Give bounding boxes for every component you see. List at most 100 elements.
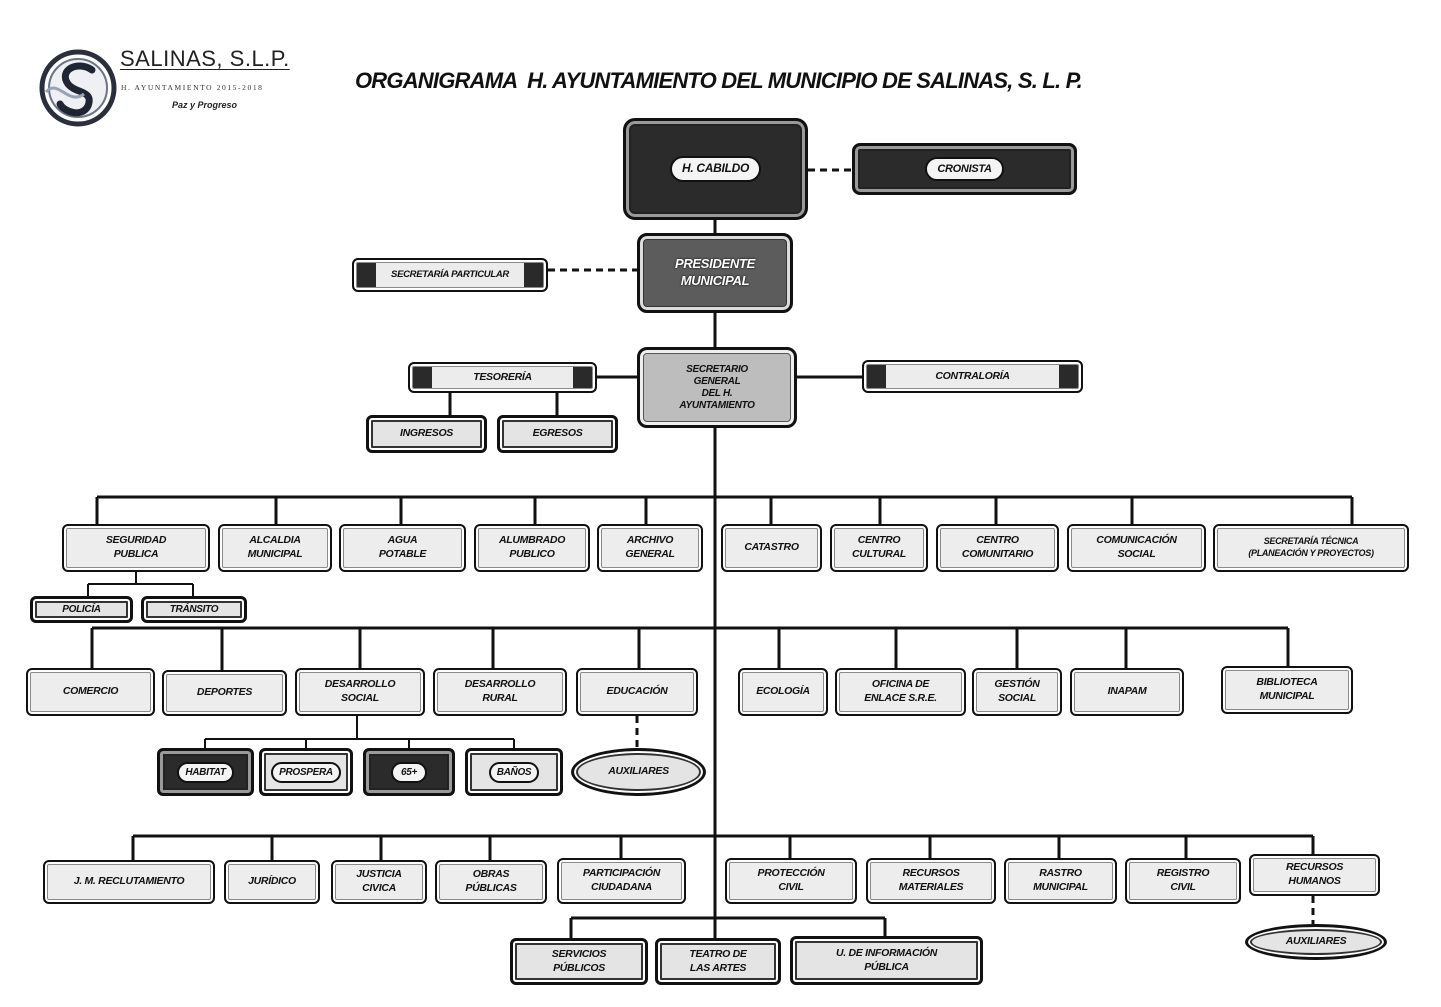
node-desarrollo-social: DESARROLLO SOCIAL <box>295 668 425 716</box>
node-cabildo: H. CABILDO <box>623 118 808 220</box>
node-label: DESARROLLO SOCIAL <box>324 678 396 704</box>
node-label: EGRESOS <box>532 427 583 440</box>
node-label: DEPORTES <box>196 686 253 699</box>
node-gestion-social: GESTIÓN SOCIAL <box>972 668 1062 716</box>
node-label: JUSTICIA CIVICA <box>356 868 402 894</box>
logo-motto: Paz y Progreso <box>172 100 238 110</box>
node-label: OFICINA DE ENLACE S.R.E. <box>864 678 937 704</box>
logo-name: SALINAS, S.L.P. <box>120 46 290 71</box>
node-label: CENTRO COMUNITARIO <box>961 534 1034 560</box>
node-obras-publicas: OBRAS PÚBLICAS <box>435 860 547 904</box>
node-label: POLICÍA <box>62 604 101 615</box>
node-oficina-enlace-sre: OFICINA DE ENLACE S.R.E. <box>835 668 966 716</box>
node-label: COMERCIO <box>62 685 119 698</box>
node-label: RECURSOS MATERIALES <box>898 867 964 893</box>
node-justicia-civica: JUSTICIA CIVICA <box>331 860 427 904</box>
node-label: TESORERÍA <box>473 370 532 383</box>
node-prospera: PROSPERA <box>259 748 353 796</box>
node-educacion: EDUCACIÓN <box>576 668 698 716</box>
node-juridico: JURÍDICO <box>224 860 320 904</box>
node-label: PARTICIPACIÓN CIUDADANA <box>582 867 661 893</box>
node-centro-cultural: CENTRO CULTURAL <box>830 524 928 572</box>
node-recursos-materiales: RECURSOS MATERIALES <box>866 858 996 904</box>
node-label: CONTRALORÍA <box>935 369 1010 382</box>
node-label: SECRETARÍA PARTICULAR <box>391 268 509 280</box>
node-auxiliares-educacion: AUXILIARES <box>571 748 706 796</box>
node-rastro-municipal: RASTRO MUNICIPAL <box>1004 858 1117 904</box>
node-alumbrado-publico: ALUMBRADO PUBLICO <box>474 524 590 572</box>
node-label: SECRETARIO GENERAL DEL H. AYUNTAMIENTO <box>679 363 755 411</box>
node-label: RECURSOS HUMANOS <box>1285 861 1344 887</box>
node-deportes: DEPORTES <box>162 670 287 716</box>
node-label: BIBLIOTECA MUNICIPAL <box>1256 676 1318 702</box>
node-transito: TRÁNSITO <box>141 596 247 623</box>
node-label: EDUCACIÓN <box>606 685 668 698</box>
node-seguridad-publica: SEGURIDAD PUBLICA <box>62 524 210 572</box>
node-proteccion-civil: PROTECCIÓN CIVIL <box>725 858 857 904</box>
node-label: ALCALDIA MUNICIPAL <box>247 534 303 560</box>
page-title: ORGANIGRAMA H. AYUNTAMIENTO DEL MUNICIPI… <box>355 68 1083 93</box>
node-cronista: CRONISTA <box>852 143 1077 195</box>
node-centro-comunitario: CENTRO COMUNITARIO <box>936 524 1059 572</box>
node-inapam: INAPAM <box>1070 668 1184 716</box>
node-label: INGRESOS <box>399 427 454 440</box>
node-label: HABITAT <box>177 761 234 783</box>
node-teatro-de-las-artes: TEATRO DE LAS ARTES <box>655 938 781 985</box>
node-unidad-informacion-publica: U. DE INFORMACIÓN PÚBLICA <box>790 936 983 985</box>
node-presidente-municipal: PRESIDENTE MUNICIPAL <box>637 233 793 313</box>
node-desarrollo-rural: DESARROLLO RURAL <box>433 668 567 716</box>
node-label: PRESIDENTE MUNICIPAL <box>674 256 756 288</box>
node-label: CRONISTA <box>925 156 1004 182</box>
node-label: TRÁNSITO <box>169 604 219 615</box>
node-label: RASTRO MUNICIPAL <box>1033 867 1088 893</box>
node-secretario-general: SECRETARIO GENERAL DEL H. AYUNTAMIENTO <box>637 347 797 428</box>
node-comunicacion-social: COMUNICACIÓN SOCIAL <box>1067 524 1206 572</box>
node-archivo-general: ARCHIVO GENERAL <box>597 524 703 572</box>
node-label: REGISTRO CIVIL <box>1156 867 1210 893</box>
node-label: AUXILIARES <box>608 765 669 778</box>
node-label: CATASTRO <box>744 541 799 554</box>
node-auxiliares-recursos-humanos: AUXILIARES <box>1245 924 1387 960</box>
node-ecologia: ECOLOGÍA <box>738 668 828 716</box>
node-egresos: EGRESOS <box>497 415 618 453</box>
node-contraloria: CONTRALORÍA <box>862 360 1083 393</box>
node-agua-potable: AGUA POTABLE <box>339 524 466 572</box>
node-jm-reclutamiento: J. M. RECLUTAMIENTO <box>43 860 215 904</box>
node-biblioteca-municipal: BIBLIOTECA MUNICIPAL <box>1221 666 1353 714</box>
node-label: CENTRO CULTURAL <box>852 534 906 560</box>
node-label: U. DE INFORMACIÓN PÚBLICA <box>835 946 938 973</box>
node-label: J. M. RECLUTAMIENTO <box>73 875 185 888</box>
node-label: DESARROLLO RURAL <box>464 678 536 704</box>
node-label: SECRETARÍA TÉCNICA (PLANEACIÓN Y PROYECT… <box>1248 536 1374 558</box>
node-label: ECOLOGÍA <box>756 685 810 698</box>
node-label: INAPAM <box>1107 685 1147 698</box>
node-label: SEGURIDAD PUBLICA <box>105 534 167 560</box>
node-ingresos: INGRESOS <box>366 415 487 453</box>
node-catastro: CATASTRO <box>721 524 822 572</box>
node-comercio: COMERCIO <box>26 668 155 716</box>
node-65-plus: 65+ <box>363 748 455 796</box>
node-policia: POLICÍA <box>30 596 133 623</box>
node-label: SERVICIOS PÚBLICOS <box>551 947 607 974</box>
node-label: AGUA POTABLE <box>378 534 427 560</box>
node-registro-civil: REGISTRO CIVIL <box>1125 858 1241 904</box>
node-label: GESTIÓN SOCIAL <box>994 678 1040 704</box>
node-label: TEATRO DE LAS ARTES <box>689 947 747 974</box>
node-tesoreria: TESORERÍA <box>408 362 597 393</box>
node-alcaldia-municipal: ALCALDIA MUNICIPAL <box>218 524 332 572</box>
logo-subtitle: H. AYUNTAMIENTO 2015-2018 <box>121 83 264 92</box>
node-secretaria-particular: SECRETARÍA PARTICULAR <box>352 258 548 292</box>
node-label: H. CABILDO <box>670 156 761 182</box>
node-label: PROSPERA <box>271 761 341 783</box>
node-recursos-humanos: RECURSOS HUMANOS <box>1249 854 1380 896</box>
municipality-logo <box>39 49 117 127</box>
node-label: JURÍDICO <box>248 875 296 888</box>
node-label: 65+ <box>390 761 428 783</box>
node-banos: BAÑOS <box>465 748 563 796</box>
node-label: ARCHIVO GENERAL <box>625 534 675 560</box>
node-participacion-ciudadana: PARTICIPACIÓN CIUDADANA <box>557 858 686 904</box>
node-label: OBRAS PÚBLICAS <box>465 868 517 894</box>
node-label: AUXILIARES <box>1285 935 1347 948</box>
node-label: BAÑOS <box>488 761 540 783</box>
